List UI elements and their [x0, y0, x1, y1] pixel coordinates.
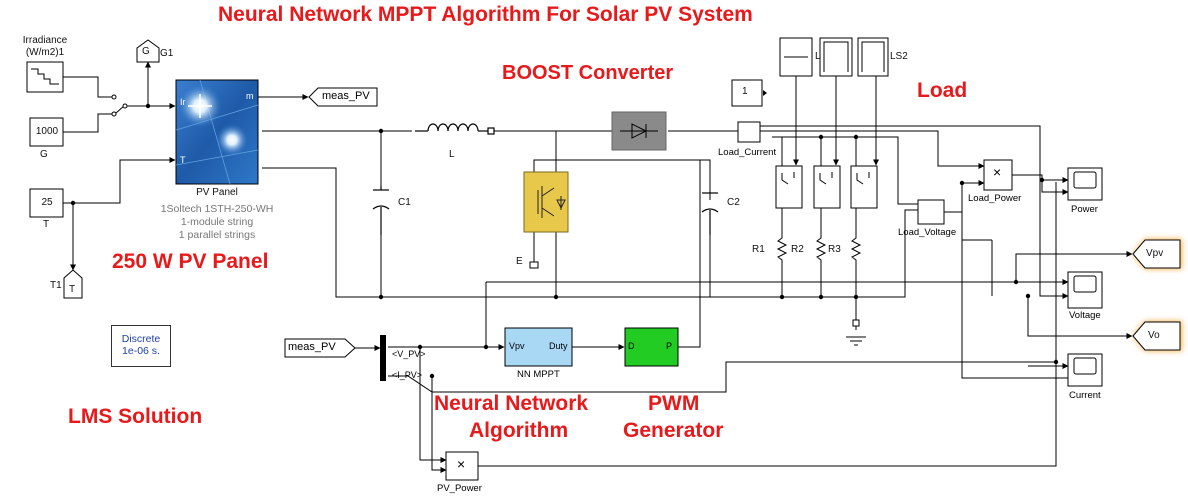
r3-label: R3	[828, 244, 841, 255]
constant-1000[interactable]	[29, 117, 64, 147]
load-voltage-label: Load_Voltage	[898, 227, 957, 238]
pwm-title-line2: Generator	[623, 419, 724, 442]
const-1000-label: G	[40, 149, 48, 160]
pv-power-multiply: ×	[457, 456, 466, 472]
resistor-r3[interactable]	[850, 232, 862, 262]
goto-vpv[interactable]	[1132, 239, 1182, 269]
load-voltage-sensor[interactable]	[917, 199, 945, 225]
pwm-title-line1: PWM	[648, 392, 700, 415]
pv-port-ir: Ir	[180, 97, 186, 107]
igbt-switch[interactable]	[523, 171, 569, 233]
c1-label: C1	[398, 197, 411, 208]
nn-port-in: Vpv	[509, 341, 525, 351]
ls-l-label: L	[815, 51, 821, 62]
constant-1[interactable]	[731, 79, 767, 107]
inductor-l[interactable]	[412, 123, 495, 135]
pv-port-t: T	[180, 155, 186, 165]
capacitor-c2[interactable]	[701, 192, 719, 235]
e-label: E	[516, 256, 523, 267]
load-current-label: Load_Current	[718, 147, 777, 158]
breaker-1[interactable]	[775, 165, 803, 209]
constant-25[interactable]	[29, 188, 64, 218]
load-power-label: Load_Power	[968, 193, 1022, 204]
pv-panel-desc1: 1Soltech 1STH-250-WH	[160, 203, 274, 215]
power-scope-label: Power	[1071, 204, 1098, 215]
breaker-2[interactable]	[813, 165, 841, 209]
goto-vo[interactable]	[1132, 321, 1182, 351]
inductor-label: L	[449, 149, 455, 160]
irradiance-label: Irradiance (W/m2)1	[22, 35, 68, 58]
nn-mppt-label: NN MPPT	[517, 369, 560, 380]
ground-e	[529, 261, 539, 269]
resistor-r1[interactable]	[776, 232, 788, 262]
pv-port-m: m	[246, 91, 254, 101]
const-1-value: 1	[742, 86, 748, 97]
pwm-port-in: D	[628, 341, 635, 351]
pv-panel[interactable]	[175, 79, 259, 185]
goto-vo-text: Vo	[1148, 330, 1160, 341]
goto-t-text: T	[69, 284, 76, 295]
goto-g[interactable]	[136, 39, 160, 63]
nn-port-out: Duty	[549, 341, 568, 351]
load-current-sensor[interactable]	[737, 121, 761, 143]
power-scope[interactable]	[1067, 167, 1103, 201]
diode[interactable]	[611, 111, 667, 151]
const-25-label: T	[43, 219, 50, 230]
goto-t-label: T1	[50, 280, 62, 291]
nn-title-line1: Neural Network	[434, 392, 589, 415]
goto-t[interactable]	[63, 269, 83, 299]
signal-wires	[63, 61, 1133, 473]
discrete-line2: 1e-06 s.	[122, 345, 160, 357]
current-scope[interactable]	[1067, 353, 1103, 387]
current-scope-label: Current	[1069, 390, 1101, 401]
irradiance-source[interactable]	[26, 61, 64, 93]
load-step-l[interactable]	[779, 37, 813, 77]
pwm-port-out: P	[666, 341, 673, 351]
pwm-generator-block[interactable]	[624, 327, 679, 367]
goto-meas-pv[interactable]	[308, 87, 378, 107]
goto-vpv-text: Vpv	[1146, 248, 1164, 259]
bus-i-pv: <I_PV>	[392, 370, 423, 380]
bus-v-pv: <V_PV>	[392, 349, 426, 359]
pv-panel-title: 250 W PV Panel	[112, 250, 269, 273]
main-title: Neural Network MPPT Algorithm For Solar …	[218, 3, 753, 26]
irradiance-switch[interactable]	[111, 94, 128, 117]
meas-pv-from-text: meas_PV	[288, 341, 336, 353]
ground-load	[846, 319, 866, 346]
lms-solution-title: LMS Solution	[68, 405, 203, 428]
load-title: Load	[917, 79, 968, 102]
load-power-multiply: ×	[993, 164, 1002, 180]
pv-panel-desc2: 1-module string	[180, 216, 254, 228]
r1-label: R1	[752, 244, 765, 255]
boost-converter-title: BOOST Converter	[502, 62, 674, 84]
voltage-scope-label: Voltage	[1069, 310, 1101, 321]
load-step-ls2[interactable]	[857, 37, 889, 77]
bus-selector[interactable]	[380, 335, 386, 381]
wire-junctions	[70, 103, 1059, 379]
voltage-scope[interactable]	[1067, 271, 1103, 309]
r2-label: R2	[791, 244, 804, 255]
pv-power-label: PV_Power	[437, 483, 482, 494]
const-1000-value: 1000	[35, 126, 59, 137]
nn-title-line2: Algorithm	[469, 419, 569, 442]
pv-power-product[interactable]	[445, 451, 479, 481]
c2-label: C2	[727, 197, 740, 208]
discrete-line1: Discrete	[121, 333, 161, 345]
goto-g-label: G1	[160, 48, 174, 59]
nn-mppt-block[interactable]	[504, 327, 573, 367]
pv-panel-desc3: 1 parallel strings	[178, 229, 256, 241]
ls2-label: LS2	[890, 51, 908, 62]
from-meas-pv[interactable]	[284, 338, 356, 358]
resistor-r2[interactable]	[815, 232, 827, 262]
breaker-3[interactable]	[850, 165, 878, 209]
pv-panel-name: PV Panel	[196, 187, 238, 198]
powergui-block[interactable]: Discrete 1e-06 s.	[111, 325, 171, 367]
meas-pv-goto-text: meas_PV	[322, 90, 370, 102]
goto-g-text: G	[142, 46, 150, 57]
load-power-product[interactable]	[983, 159, 1013, 191]
capacitor-c1[interactable]	[372, 186, 390, 235]
const-25-value: 25	[41, 197, 53, 208]
load-step-ls1[interactable]	[819, 37, 853, 77]
